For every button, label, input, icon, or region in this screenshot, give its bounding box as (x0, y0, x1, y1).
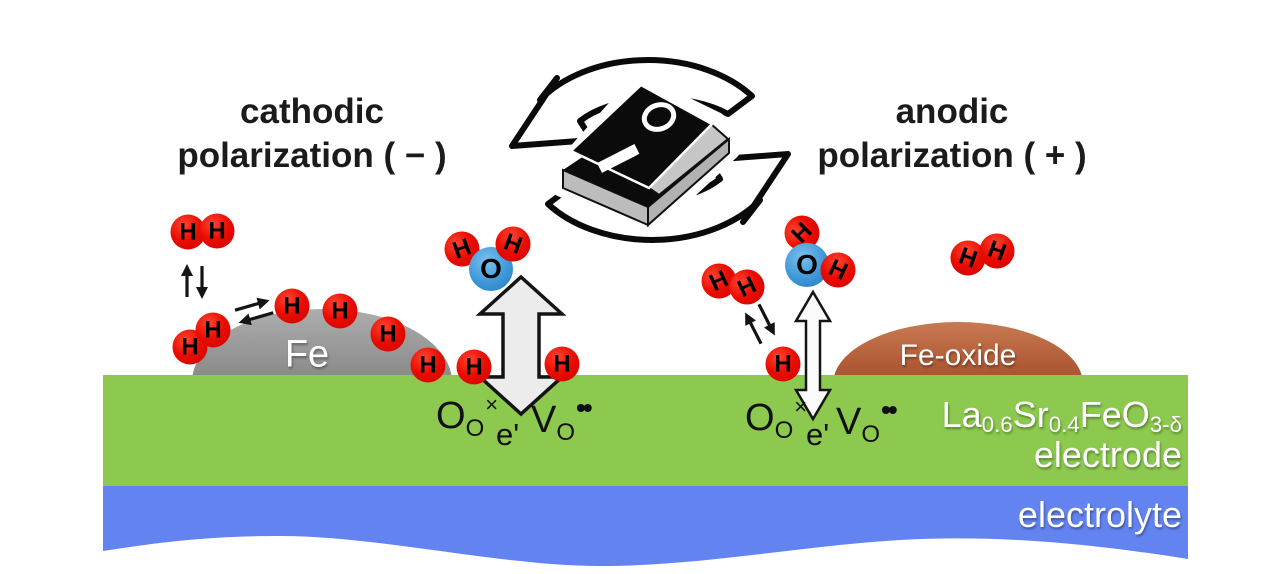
electrode-formula: La0.6Sr0.4FeO3-δ (942, 394, 1182, 438)
kv-sub: O (556, 419, 576, 446)
electrolyte-layer (103, 486, 1188, 566)
kv-base: O (745, 397, 775, 439)
kv-sup: × (794, 394, 808, 419)
formula-part: FeO (1079, 394, 1150, 435)
formula-sub: 0.6 (981, 411, 1013, 437)
oxygen-exchange-arrow-left (475, 274, 567, 417)
formula-part: Sr (1012, 394, 1049, 435)
formula-sub: 0.4 (1048, 411, 1080, 437)
anodic-title-line1: anodic (895, 92, 1009, 131)
electrode-layer (103, 375, 1188, 487)
electrode-word: electrode (1033, 434, 1182, 475)
switch-base-side (647, 136, 730, 228)
lattice-oxygen-left: OO× (436, 394, 498, 441)
anodic-title-line2: polarization ( + ) (817, 136, 1087, 175)
cathodic-title: cathodic polarization ( − ) (102, 90, 522, 178)
electron-left: e' (496, 417, 520, 452)
switch-on-symbol (597, 144, 640, 173)
kv-sup: × (485, 392, 499, 417)
kv-sub: O (861, 421, 881, 448)
h-exchange-arrows-right (745, 303, 775, 345)
lattice-oxygen-right: OO× (745, 396, 807, 443)
kv-base: V (531, 399, 557, 441)
h2-adsorption-arrows (181, 264, 208, 299)
anodic-title: anodic polarization ( + ) (742, 90, 1162, 178)
fe-particle-label: Fe (284, 333, 330, 376)
oxygen-exchange-arrow-right (793, 289, 833, 422)
fe-oxide-particle-label: Fe-oxide (899, 339, 1017, 372)
electron-right: e' (806, 417, 830, 452)
kv-sup: •• (576, 392, 593, 423)
switch-off-symbol (641, 102, 677, 132)
oxygen-vacancy-right: VO•• (836, 394, 898, 448)
kv-base: O (436, 395, 466, 437)
cathodic-title-line2: polarization ( − ) (177, 136, 447, 175)
polarity-switch-icon (509, 57, 791, 243)
h-spillover-arrows (234, 297, 274, 326)
cathodic-title-line1: cathodic (240, 92, 384, 131)
formula-part: La (941, 394, 982, 435)
formula-sub: 3-δ (1149, 411, 1182, 437)
electrolyte-label: electrolyte (1017, 494, 1182, 535)
kv-base: V (836, 401, 862, 443)
kv-sup: •• (881, 394, 898, 425)
kv-sub: O (774, 417, 794, 444)
kv-sub: O (465, 415, 485, 442)
oxygen-vacancy-left: VO•• (531, 392, 593, 446)
